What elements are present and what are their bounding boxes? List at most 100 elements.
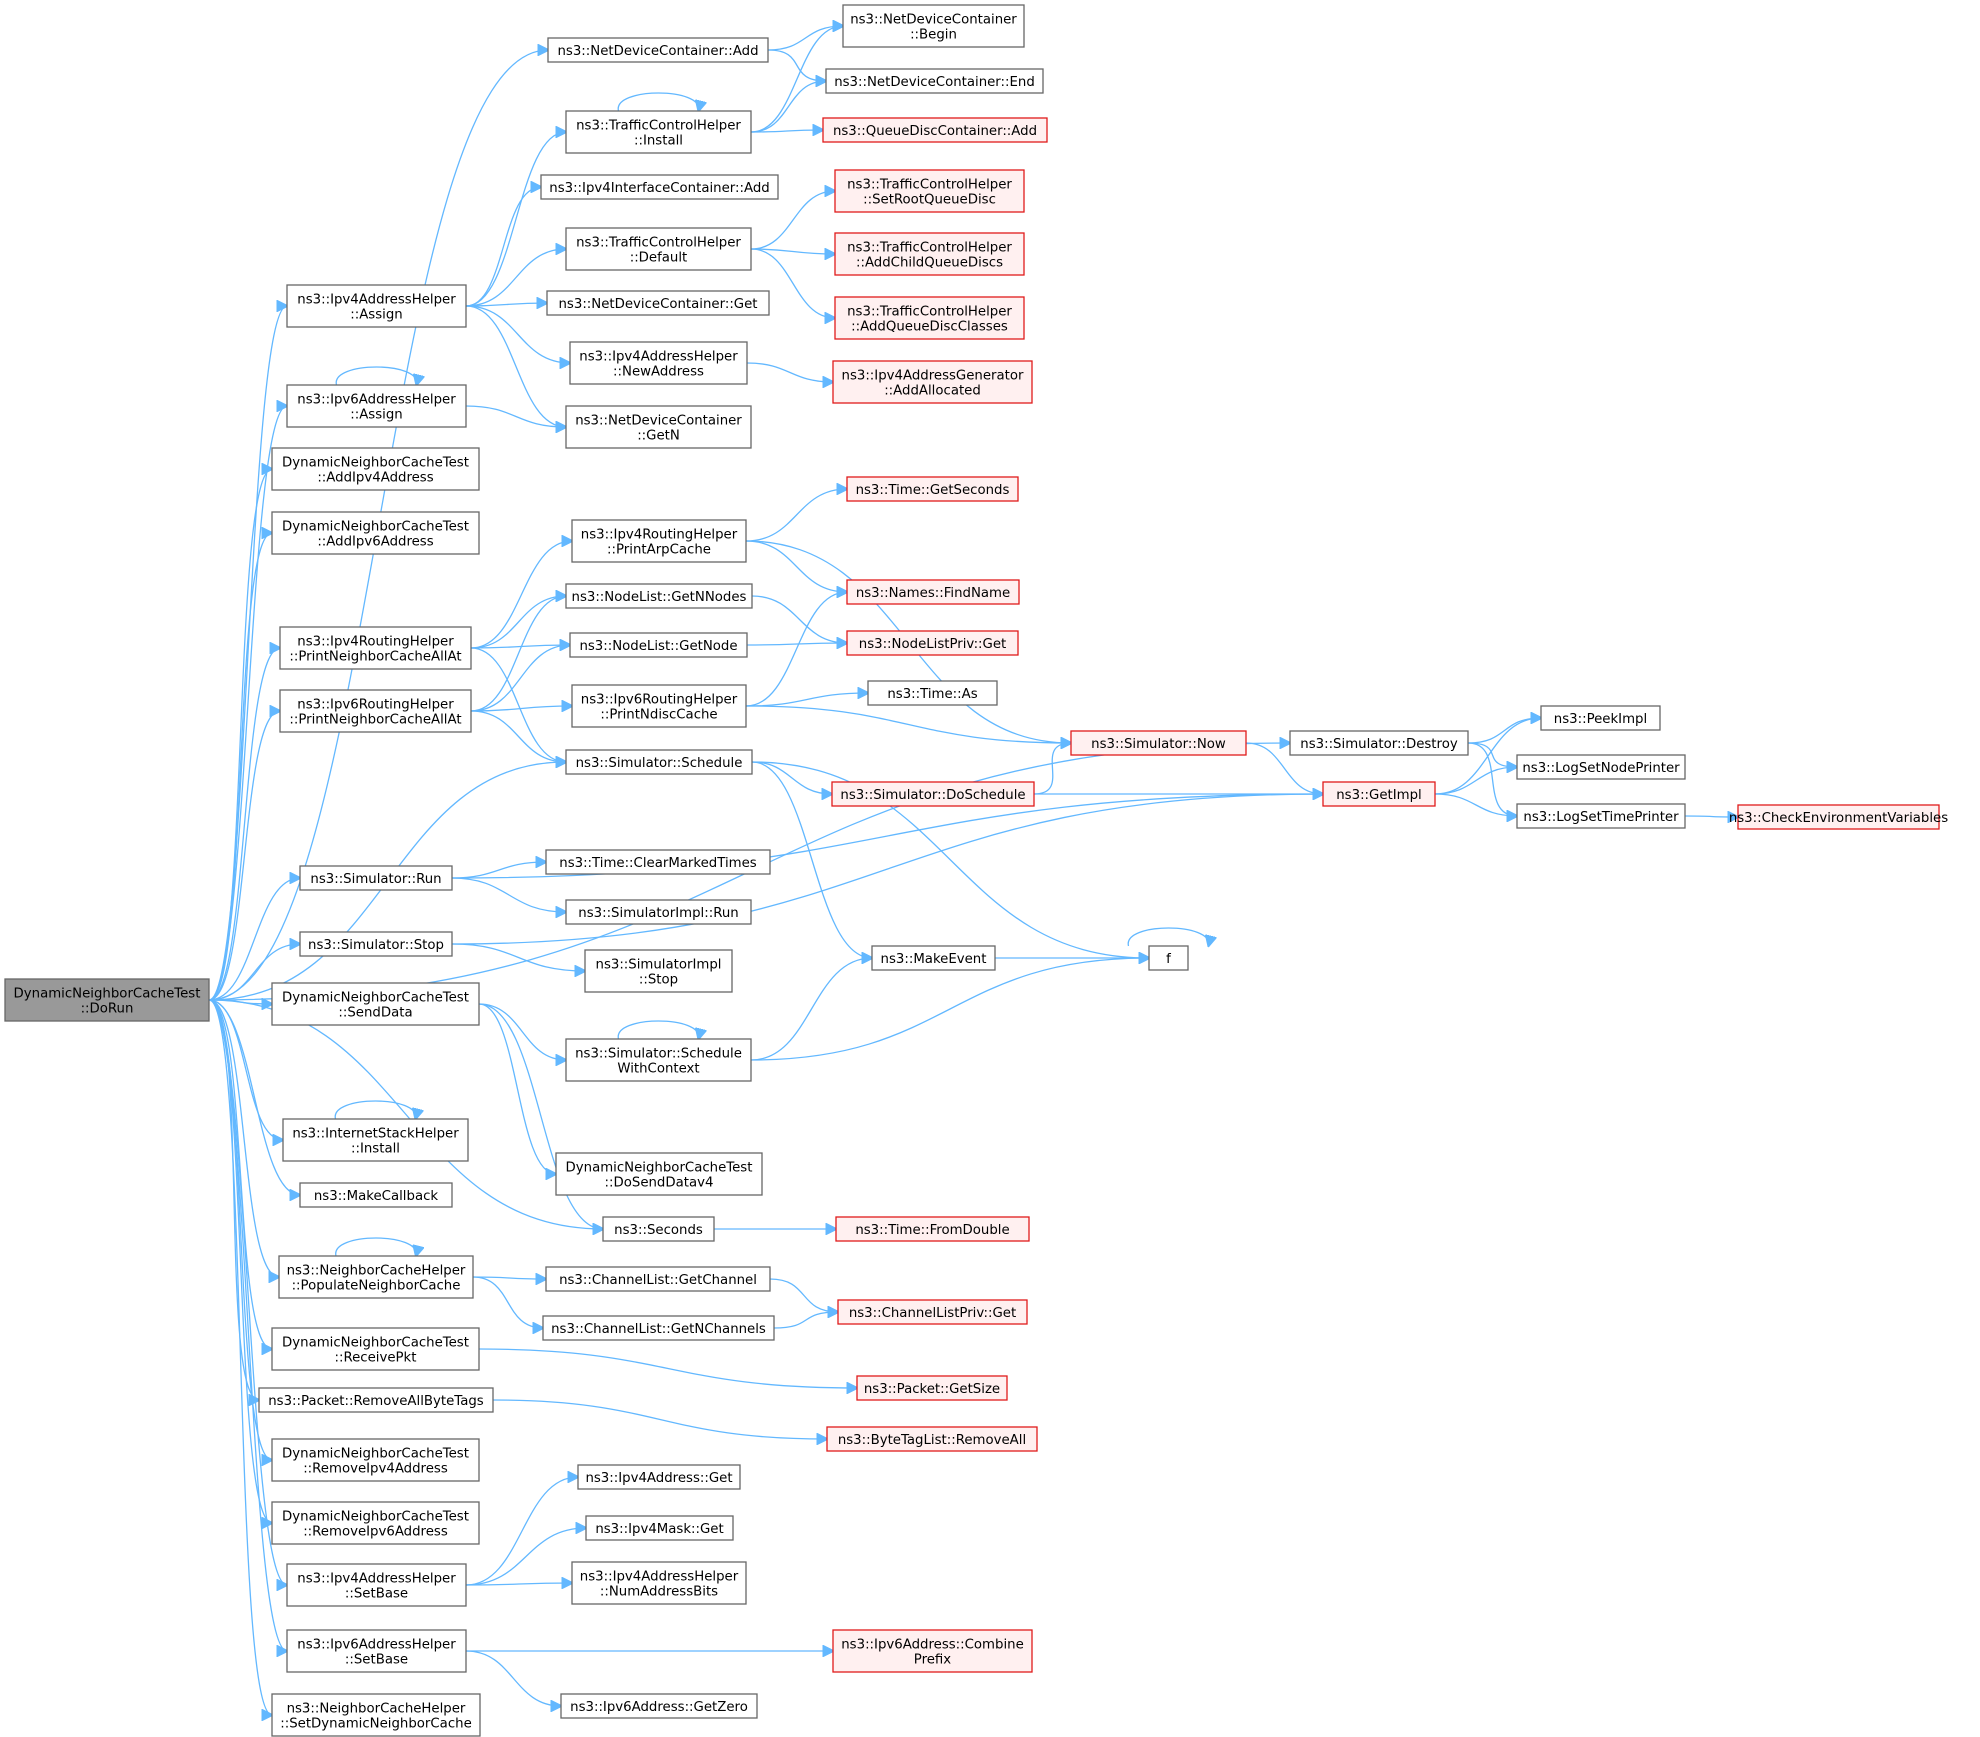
- node-box[interactable]: [835, 1216, 1030, 1242]
- node-nlpGet[interactable]: ns3::NodeListPriv::Get: [846, 630, 1019, 656]
- node-dnctReceivePkt[interactable]: DynamicNeighborCacheTest::ReceivePkt: [271, 1327, 480, 1371]
- node-box[interactable]: [569, 632, 748, 658]
- node-box[interactable]: [846, 630, 1019, 656]
- node-ipv6aGetZero[interactable]: ns3::Ipv6Address::GetZero: [560, 1693, 758, 1719]
- node-box[interactable]: [1070, 730, 1247, 756]
- node-box[interactable]: [1322, 781, 1436, 807]
- node-ndcEnd[interactable]: ns3::NetDeviceContainer::End: [825, 68, 1044, 94]
- node-box[interactable]: [279, 626, 472, 670]
- node-ndcGet[interactable]: ns3::NetDeviceContainer::Get: [546, 290, 770, 316]
- node-box[interactable]: [569, 341, 748, 385]
- node-ipv4rhPrintNC[interactable]: ns3::Ipv4RoutingHelper::PrintNeighborCac…: [279, 626, 472, 670]
- node-box[interactable]: [299, 931, 453, 957]
- node-simDestroy[interactable]: ns3::Simulator::Destroy: [1289, 730, 1469, 756]
- node-ipv6rhPrintNC[interactable]: ns3::Ipv6RoutingHelper::PrintNeighborCac…: [279, 689, 472, 733]
- node-box[interactable]: [822, 117, 1048, 143]
- node-box[interactable]: [832, 360, 1033, 404]
- node-ndcAdd[interactable]: ns3::NetDeviceContainer::Add: [547, 37, 769, 63]
- node-clGetChannel[interactable]: ns3::ChannelList::GetChannel: [545, 1266, 771, 1292]
- node-box[interactable]: [1516, 754, 1686, 780]
- node-box[interactable]: [856, 1375, 1008, 1401]
- node-tchDefault[interactable]: ns3::TrafficControlHelper::Default: [565, 227, 752, 271]
- node-ipv4agAddAlloc[interactable]: ns3::Ipv4AddressGenerator::AddAllocated: [832, 360, 1033, 404]
- node-getImpl[interactable]: ns3::GetImpl: [1322, 781, 1436, 807]
- node-pktGetSize[interactable]: ns3::Packet::GetSize: [856, 1375, 1008, 1401]
- node-ipv4ahNumBits[interactable]: ns3::Ipv4AddressHelper::NumAddressBits: [571, 1561, 747, 1605]
- node-box[interactable]: [842, 4, 1025, 48]
- node-simStop[interactable]: ns3::Simulator::Stop: [299, 931, 453, 957]
- node-box[interactable]: [577, 1464, 741, 1490]
- node-box[interactable]: [565, 110, 752, 154]
- node-box[interactable]: [4, 978, 210, 1022]
- node-peekImpl[interactable]: ns3::PeekImpl: [1540, 705, 1661, 731]
- node-box[interactable]: [834, 232, 1025, 276]
- node-seconds[interactable]: ns3::Seconds: [602, 1216, 715, 1242]
- node-box[interactable]: [834, 296, 1025, 340]
- node-box[interactable]: [271, 1438, 480, 1482]
- node-clGetNChannels[interactable]: ns3::ChannelList::GetNChannels: [542, 1315, 775, 1341]
- node-box[interactable]: [1737, 804, 1940, 830]
- node-box[interactable]: [286, 284, 467, 328]
- node-box[interactable]: [271, 982, 480, 1026]
- node-simRun[interactable]: ns3::Simulator::Run: [299, 865, 453, 891]
- node-box[interactable]: [565, 583, 753, 609]
- node-ipv4mGet[interactable]: ns3::Ipv4Mask::Get: [585, 1515, 734, 1541]
- node-btlRemoveAll[interactable]: ns3::ByteTagList::RemoveAll: [826, 1426, 1038, 1452]
- node-box[interactable]: [584, 949, 733, 993]
- node-box[interactable]: [299, 865, 453, 891]
- node-qdcAdd[interactable]: ns3::QueueDiscContainer::Add: [822, 117, 1048, 143]
- node-ipv6rhPrintNdisc[interactable]: ns3::Ipv6RoutingHelper::PrintNdiscCache: [571, 684, 747, 728]
- node-tchAddClasses[interactable]: ns3::TrafficControlHelper::AddQueueDiscC…: [834, 296, 1025, 340]
- node-box[interactable]: [832, 1629, 1033, 1673]
- node-box[interactable]: [571, 1561, 747, 1605]
- node-dnctSendData[interactable]: DynamicNeighborCacheTest::SendData: [271, 982, 480, 1026]
- node-box[interactable]: [831, 781, 1035, 807]
- node-namesFindName[interactable]: ns3::Names::FindName: [846, 579, 1020, 605]
- node-box[interactable]: [846, 579, 1020, 605]
- node-clpGet[interactable]: ns3::ChannelListPriv::Get: [837, 1299, 1028, 1325]
- node-checkEnv[interactable]: ns3::CheckEnvironmentVariables: [1729, 804, 1948, 830]
- node-nchSetDynamic[interactable]: ns3::NeighborCacheHelper::SetDynamicNeig…: [271, 1693, 481, 1737]
- node-box[interactable]: [271, 1693, 481, 1737]
- node-ipv4aGet[interactable]: ns3::Ipv4Address::Get: [577, 1464, 741, 1490]
- node-box[interactable]: [540, 174, 779, 200]
- node-timeAs[interactable]: ns3::Time::As: [867, 680, 998, 706]
- node-nchPopulate[interactable]: ns3::NeighborCacheHelper::PopulateNeighb…: [278, 1255, 474, 1299]
- node-box[interactable]: [545, 849, 771, 875]
- node-box[interactable]: [279, 689, 472, 733]
- node-makeEvent[interactable]: ns3::MakeEvent: [871, 945, 996, 971]
- node-box[interactable]: [560, 1693, 758, 1719]
- node-ishInstall[interactable]: ns3::InternetStackHelper::Install: [282, 1118, 469, 1162]
- node-dnctRemoveIpv6[interactable]: DynamicNeighborCacheTest::RemoveIpv6Addr…: [271, 1501, 480, 1545]
- node-box[interactable]: [602, 1216, 715, 1242]
- node-tchSetRoot[interactable]: ns3::TrafficControlHelper::SetRootQueueD…: [834, 169, 1025, 213]
- node-box[interactable]: [565, 227, 752, 271]
- node-box[interactable]: [547, 37, 769, 63]
- node-box[interactable]: [565, 1038, 752, 1082]
- node-box[interactable]: [542, 1315, 775, 1341]
- node-ipv4rhPrintArp[interactable]: ns3::Ipv4RoutingHelper::PrintArpCache: [571, 519, 747, 563]
- node-nlGetNode[interactable]: ns3::NodeList::GetNode: [569, 632, 748, 658]
- node-box[interactable]: [825, 68, 1044, 94]
- node-box[interactable]: [286, 1629, 467, 1673]
- node-box[interactable]: [271, 1327, 480, 1371]
- node-ipv6ahSetBase[interactable]: ns3::Ipv6AddressHelper::SetBase: [286, 1629, 467, 1673]
- node-logSetNodePrinter[interactable]: ns3::LogSetNodePrinter: [1516, 754, 1686, 780]
- node-dnctRemoveIpv4[interactable]: DynamicNeighborCacheTest::RemoveIpv4Addr…: [271, 1438, 480, 1482]
- node-box[interactable]: [837, 1299, 1028, 1325]
- node-nlGetNNodes[interactable]: ns3::NodeList::GetNNodes: [565, 583, 753, 609]
- node-box[interactable]: [271, 1501, 480, 1545]
- node-dnctAddIpv4[interactable]: DynamicNeighborCacheTest::AddIpv4Address: [271, 447, 480, 491]
- node-box[interactable]: [1148, 945, 1189, 971]
- node-box[interactable]: [1516, 803, 1686, 829]
- node-box[interactable]: [282, 1118, 469, 1162]
- node-makeCallback[interactable]: ns3::MakeCallback: [299, 1182, 453, 1208]
- node-tchInstall[interactable]: ns3::TrafficControlHelper::Install: [565, 110, 752, 154]
- node-box[interactable]: [545, 1266, 771, 1292]
- node-ndcBegin[interactable]: ns3::NetDeviceContainer::Begin: [842, 4, 1025, 48]
- node-dnctDoSendV4[interactable]: DynamicNeighborCacheTest::DoSendDatav4: [555, 1152, 763, 1196]
- node-box[interactable]: [1540, 705, 1661, 731]
- node-f[interactable]: f: [1148, 945, 1189, 971]
- node-box[interactable]: [571, 519, 747, 563]
